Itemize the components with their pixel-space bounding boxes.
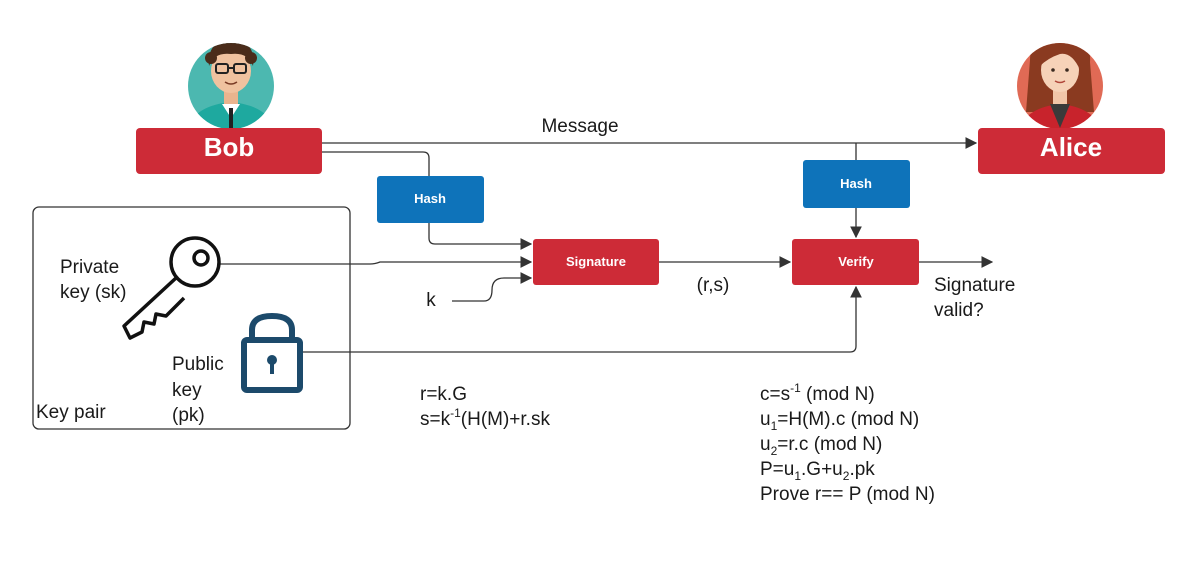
private-key-label-line1: Private bbox=[60, 257, 119, 278]
bob-label: Bob bbox=[204, 132, 255, 162]
alice-box bbox=[978, 128, 1165, 174]
hash-to-signature-arrow bbox=[428, 223, 533, 250]
signature-valid-line1: Signature bbox=[934, 275, 1015, 296]
verify-eq-c: c=s-1 (mod N) bbox=[760, 381, 875, 405]
private-key-label-line2: key (sk) bbox=[60, 282, 127, 303]
signature-label: Signature bbox=[566, 254, 626, 269]
signature-valid-line2: valid? bbox=[934, 300, 984, 321]
verify-eq-p: P=u1.G+u2.pk bbox=[760, 459, 875, 483]
key-icon bbox=[122, 236, 221, 340]
public-key-label-line1: Public bbox=[172, 354, 224, 375]
private-key-arrow bbox=[220, 256, 533, 268]
k-arrow bbox=[452, 272, 533, 302]
rs-label: (r,s) bbox=[697, 275, 730, 296]
public-key-label-line2: key bbox=[172, 380, 202, 401]
verify-eq-u1: u1=H(M).c (mod N) bbox=[760, 409, 919, 433]
verify-box bbox=[792, 239, 919, 285]
hash-right-box bbox=[803, 160, 910, 208]
verify-eq-u2: u2=r.c (mod N) bbox=[760, 434, 882, 458]
bob-to-hash-line bbox=[322, 151, 430, 176]
bob-box bbox=[136, 128, 322, 174]
alice-avatar bbox=[1017, 43, 1103, 129]
lock-icon bbox=[241, 312, 303, 393]
sign-eq-r: r=k.G bbox=[420, 384, 467, 405]
signature-box bbox=[533, 239, 659, 285]
k-label: k bbox=[426, 290, 436, 311]
key-pair-label: Key pair bbox=[36, 402, 106, 423]
sign-eq-s: s=k-1(H(M)+r.sk bbox=[420, 406, 550, 430]
hash-right-label: Hash bbox=[840, 176, 872, 191]
message-label: Message bbox=[541, 116, 618, 137]
key-pair-container bbox=[32, 206, 351, 430]
bob-avatar bbox=[188, 43, 274, 129]
hash-left-label: Hash bbox=[414, 191, 446, 206]
public-key-label-line3: (pk) bbox=[172, 405, 205, 426]
public-key-arrow bbox=[300, 285, 862, 353]
verify-eq-prove: Prove r== P (mod N) bbox=[760, 484, 935, 505]
verify-label: Verify bbox=[838, 254, 874, 269]
hash-left-box bbox=[377, 176, 484, 223]
alice-label: Alice bbox=[1040, 132, 1102, 162]
